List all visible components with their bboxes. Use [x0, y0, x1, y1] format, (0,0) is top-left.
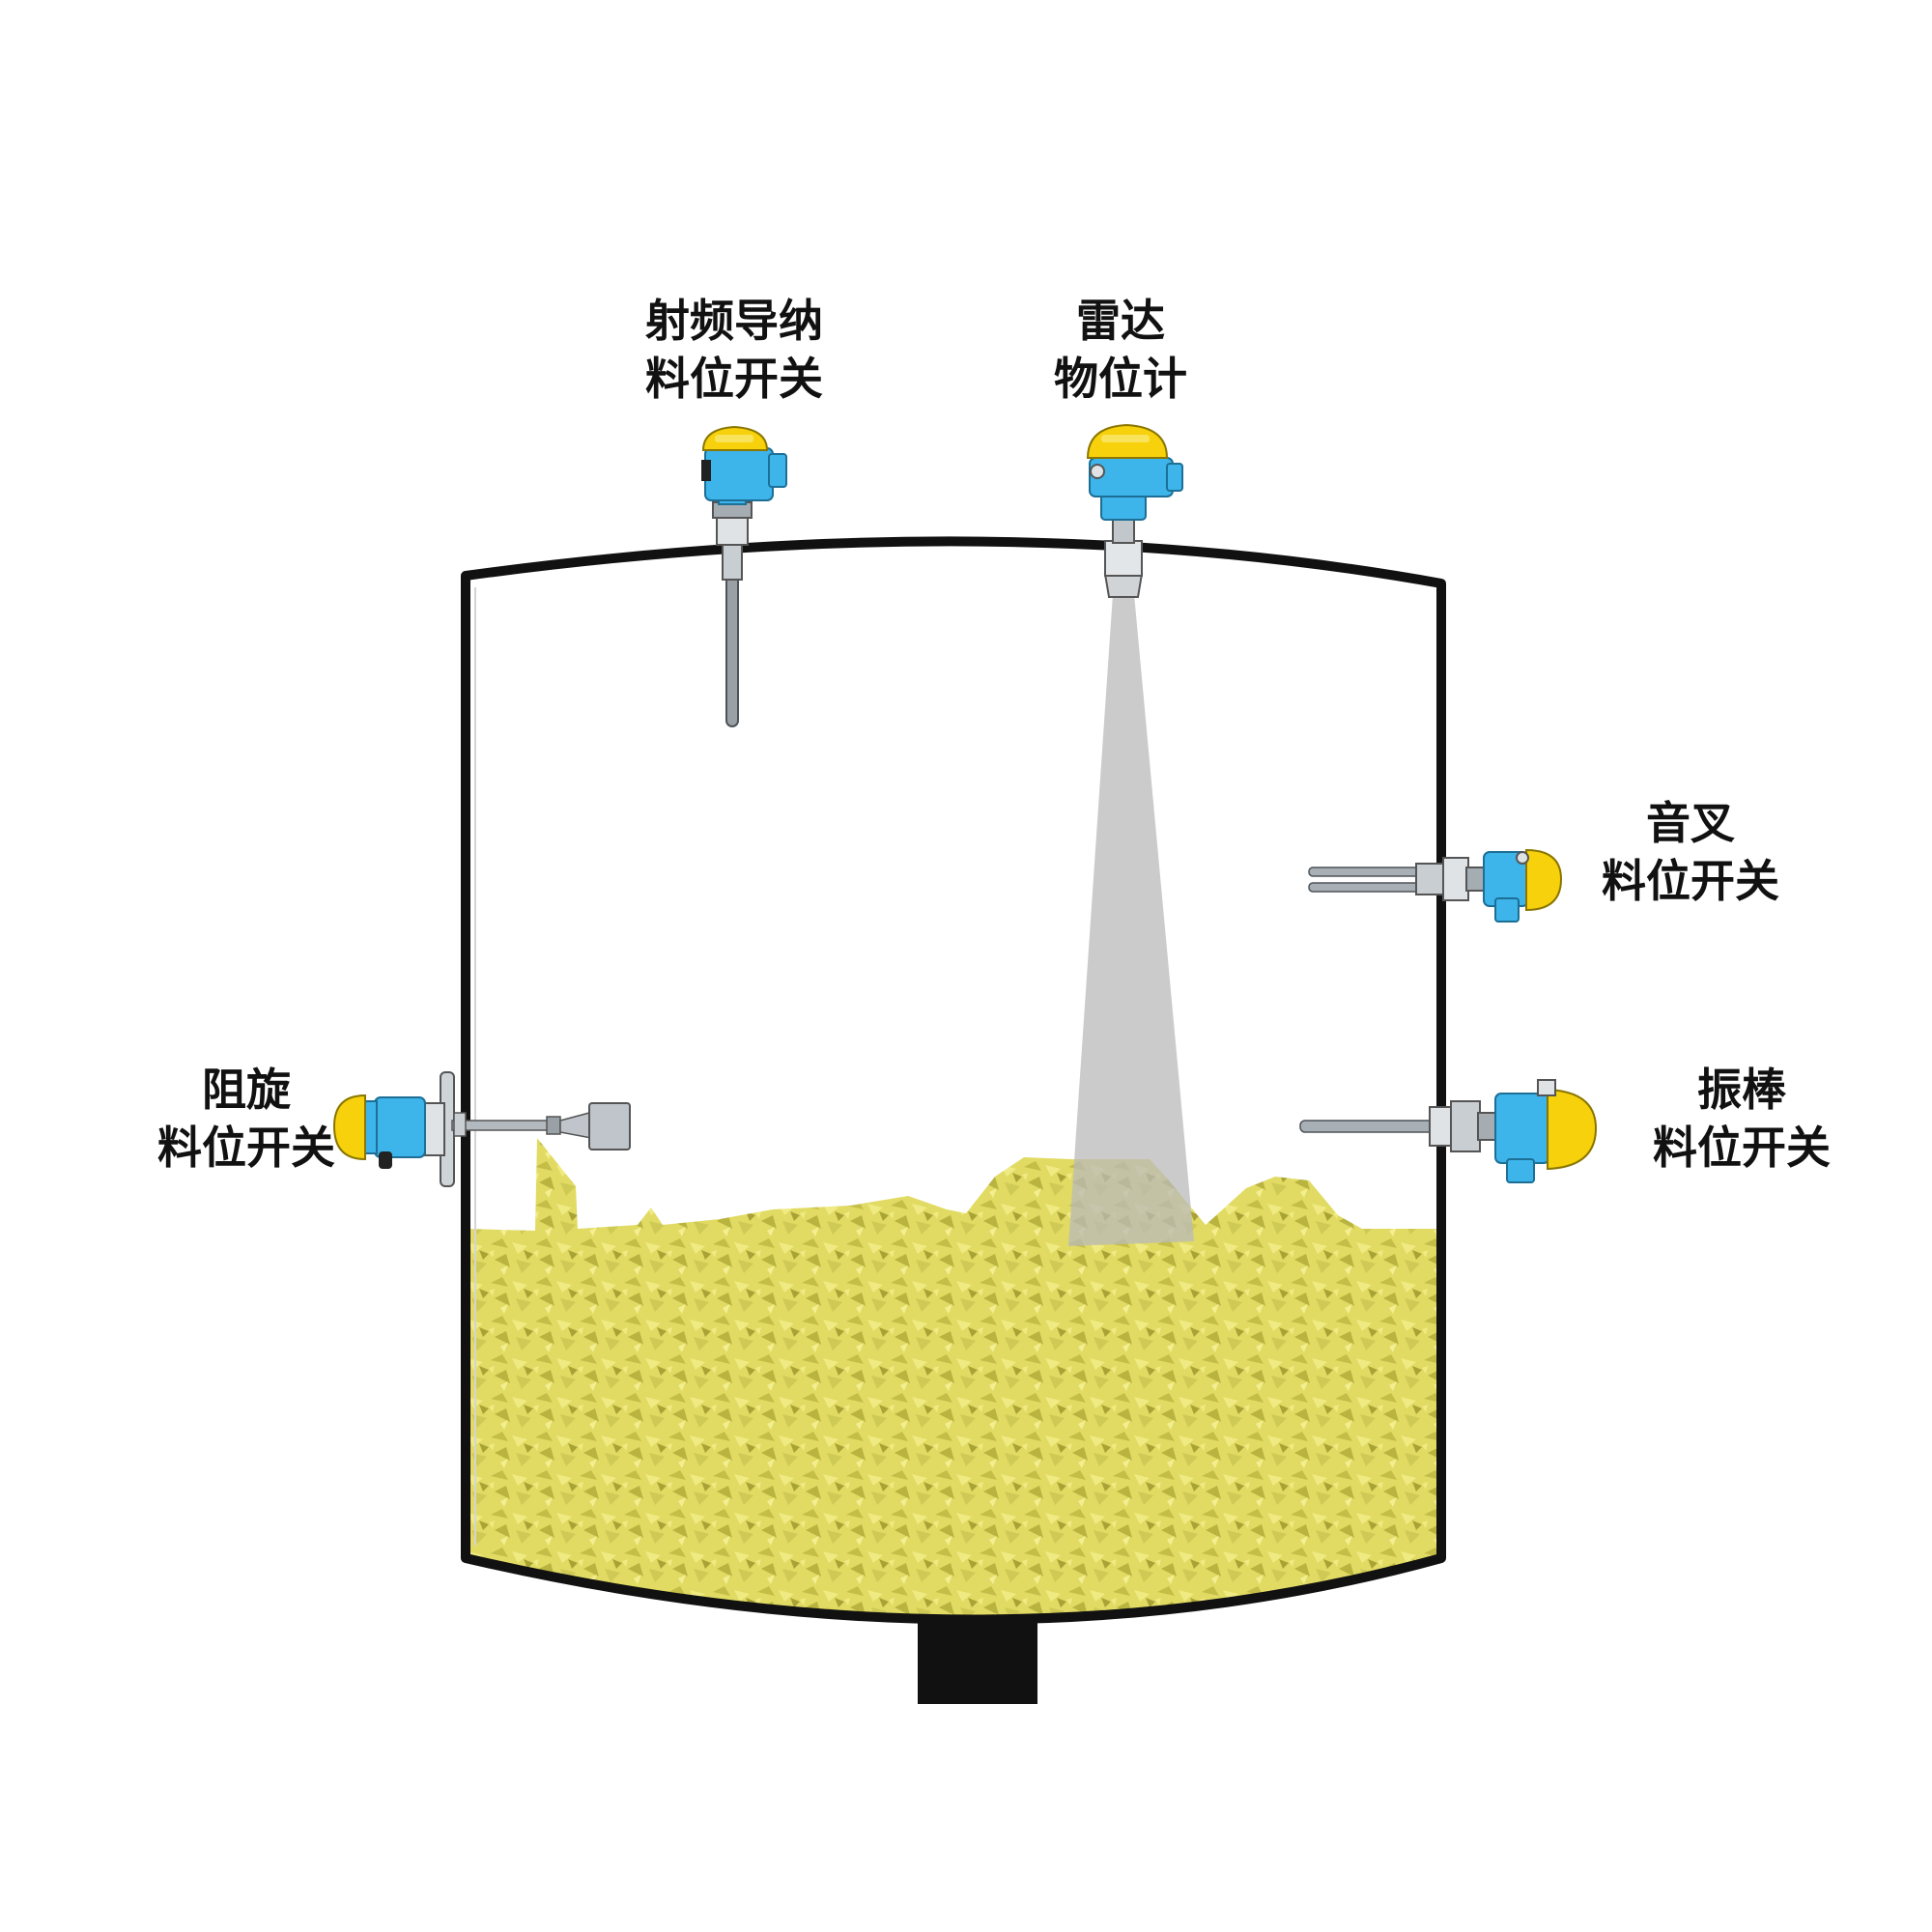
tuning-fork-switch-label: 音叉 料位开关	[1584, 794, 1797, 910]
radar-level-meter-icon	[1086, 423, 1183, 598]
radar-label-line1: 雷达	[1076, 295, 1165, 347]
rotary-paddle-label-line1: 阻旋	[202, 1064, 291, 1116]
vibrating-rod-label-line1: 振棒	[1697, 1064, 1786, 1116]
rotary-paddle-label-line2: 料位开关	[157, 1122, 335, 1174]
rotary-paddle-switch-icon	[332, 1071, 631, 1187]
vessel-wall	[461, 536, 1446, 1625]
tuning-fork-switch-icon	[1308, 848, 1563, 923]
tuning-fork-label-line2: 料位开关	[1602, 855, 1779, 907]
outlet-pipe	[918, 1615, 1037, 1704]
radar-label-line2: 物位计	[1054, 353, 1187, 405]
rotary-paddle-switch-label: 阻旋 料位开关	[135, 1061, 357, 1177]
vibrating-rod-switch-label: 振棒 料位开关	[1631, 1061, 1853, 1177]
bulk-material	[466, 1138, 1441, 1620]
vibrating-rod-switch-icon	[1299, 1079, 1598, 1183]
radar-beam	[1068, 594, 1194, 1246]
rf-admittance-probe-icon	[701, 425, 787, 727]
rf-admittance-switch-label: 射频导纳 料位开关	[618, 292, 850, 408]
radar-level-meter-label: 雷达 物位计	[1024, 292, 1217, 408]
rf-admittance-label-line2: 料位开关	[645, 353, 823, 405]
rf-admittance-label-line1: 射频导纳	[645, 295, 823, 347]
tuning-fork-label-line1: 音叉	[1646, 797, 1735, 849]
vibrating-rod-label-line2: 料位开关	[1653, 1122, 1831, 1174]
